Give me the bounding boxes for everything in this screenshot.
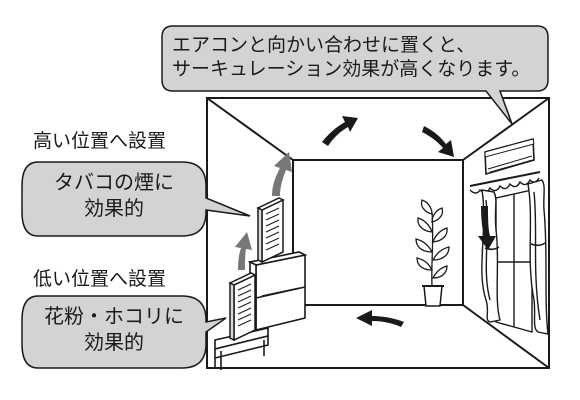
air-purifier-icon [256, 197, 285, 264]
high-placement-line-2: 効果的 [84, 195, 144, 220]
airflow-arrow-icon [322, 116, 496, 327]
air-conditioner-icon [484, 137, 535, 176]
curtain-window-icon [469, 171, 549, 335]
top-callout-text: エアコンと向かい合わせに置くと、 サーキュレーション効果が高くなります。 [172, 33, 530, 82]
air-purifier-icon [228, 272, 257, 342]
top-callout-bubble [161, 25, 549, 125]
high-placement-bubble-text: タバコの煙に 効果的 [22, 170, 206, 221]
high-placement-heading: 高い位置へ設置 [33, 130, 167, 152]
room-outline [206, 97, 550, 369]
low-placement-bubble [21, 295, 227, 369]
top-callout-line-1: エアコンと向かい合わせに置くと、 [172, 34, 476, 56]
low-placement-bubble-text: 花粉・ホコリに 効果的 [22, 304, 206, 355]
low-placement-line-1: 花粉・ホコリに [44, 304, 184, 328]
low-placement-heading: 低い位置へ設置 [33, 268, 167, 290]
high-placement-bubble [21, 161, 251, 237]
potted-plant-icon [415, 199, 450, 307]
top-callout-line-2: サーキュレーション効果が高くなります。 [172, 58, 531, 81]
high-placement-line-1: タバコの煙に [54, 170, 174, 194]
shelf-icon [214, 251, 308, 370]
airflow-arrow-icon [235, 152, 292, 270]
low-placement-line-2: 効果的 [84, 329, 144, 354]
